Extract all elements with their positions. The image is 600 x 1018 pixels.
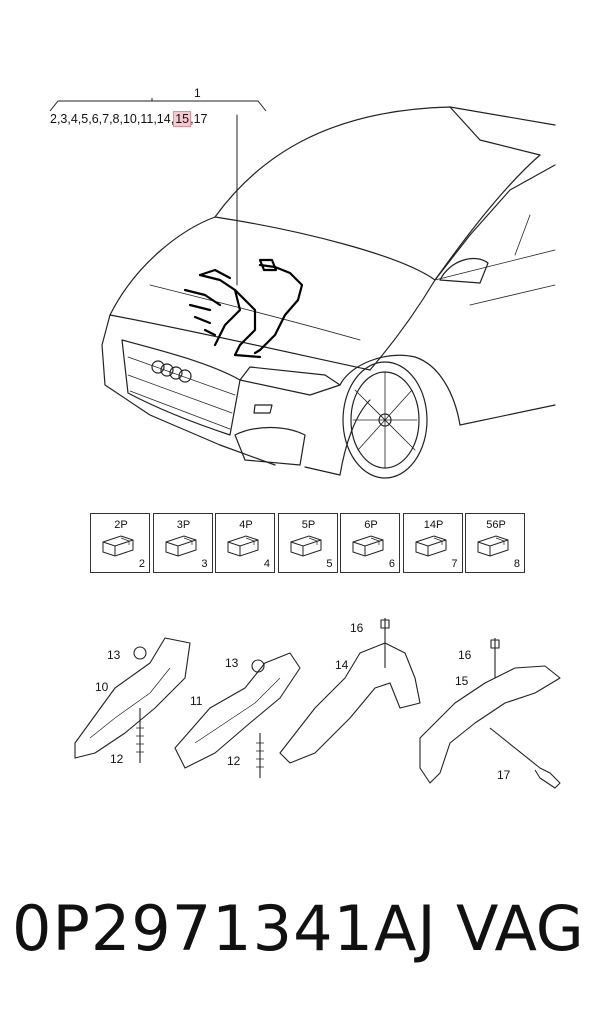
part-label-10: 10 bbox=[95, 680, 109, 694]
connector-index: 2 bbox=[138, 558, 145, 570]
connector-pin-count: 2P bbox=[114, 519, 128, 531]
connector-index: 4 bbox=[263, 558, 270, 570]
part-label-16b: 16 bbox=[458, 648, 472, 662]
callout-part-list: 2,3,4,5,6,7,8,10,11,14,15,17 bbox=[50, 111, 208, 127]
connector-pin-count: 3P bbox=[176, 519, 191, 531]
callout-bracket bbox=[49, 98, 267, 112]
connector-plug-icon bbox=[102, 535, 134, 557]
callout-list-after: ,17 bbox=[190, 112, 208, 126]
connector-plug-icon bbox=[165, 535, 196, 557]
connector-plug-icon bbox=[415, 535, 446, 557]
connector-index: 6 bbox=[388, 558, 395, 570]
connector-plug-icon bbox=[227, 535, 259, 557]
connector-index: 7 bbox=[451, 558, 458, 570]
connector-cell-6p[interactable]: 6P 6 bbox=[340, 513, 400, 573]
part-label-17: 17 bbox=[497, 768, 511, 782]
callout-list-before: 2,3,4,5,6,7,8,10,11,14, bbox=[50, 112, 175, 126]
connector-cell-5p[interactable]: 5P 5 bbox=[277, 513, 338, 573]
parts-illustration: 13 10 12 13 11 12 16 14 16 15 17 bbox=[55, 608, 575, 798]
connector-pin-count: 4P bbox=[239, 519, 253, 531]
part-label-16a: 16 bbox=[350, 621, 364, 635]
connector-cell-56p[interactable]: 56P 8 bbox=[465, 513, 525, 573]
connector-plug-icon bbox=[352, 535, 384, 557]
connector-pin-count: 14P bbox=[423, 519, 444, 531]
connector-index: 8 bbox=[513, 558, 520, 570]
connector-index: 5 bbox=[326, 558, 333, 570]
part-label-11: 11 bbox=[190, 694, 203, 708]
part-label-13b: 13 bbox=[225, 656, 239, 670]
callout-list-highlighted-item[interactable]: 15 bbox=[173, 111, 192, 127]
connector-cell-2p[interactable]: 2P 2 bbox=[90, 513, 150, 573]
parts-drawing bbox=[74, 618, 561, 789]
connector-pin-count: 6P bbox=[364, 519, 378, 531]
part-label-13a: 13 bbox=[107, 648, 121, 662]
connector-pin-count: 5P bbox=[301, 519, 316, 531]
part-label-14: 14 bbox=[335, 658, 349, 672]
connector-pin-count: 56P bbox=[486, 519, 506, 531]
part-label-12b: 12 bbox=[227, 754, 241, 768]
callout-number: 1 bbox=[194, 86, 201, 100]
part-number: 0P2971341AJ bbox=[12, 892, 437, 965]
car-illustration bbox=[101, 106, 556, 479]
connector-cell-3p[interactable]: 3P 3 bbox=[152, 513, 213, 573]
callout-group-1: 1 2,3,4,5,6,7,8,10,11,14,15,17 bbox=[48, 86, 288, 130]
connector-cell-14p[interactable]: 14P 7 bbox=[402, 513, 463, 573]
connector-plug-icon bbox=[290, 535, 321, 557]
brand-name: VAG bbox=[456, 892, 584, 965]
connector-plug-icon bbox=[477, 535, 509, 557]
part-label-15: 15 bbox=[455, 674, 469, 688]
part-label-12a: 12 bbox=[110, 752, 124, 766]
connector-cell-4p[interactable]: 4P 4 bbox=[215, 513, 275, 573]
connector-index: 3 bbox=[201, 558, 208, 570]
